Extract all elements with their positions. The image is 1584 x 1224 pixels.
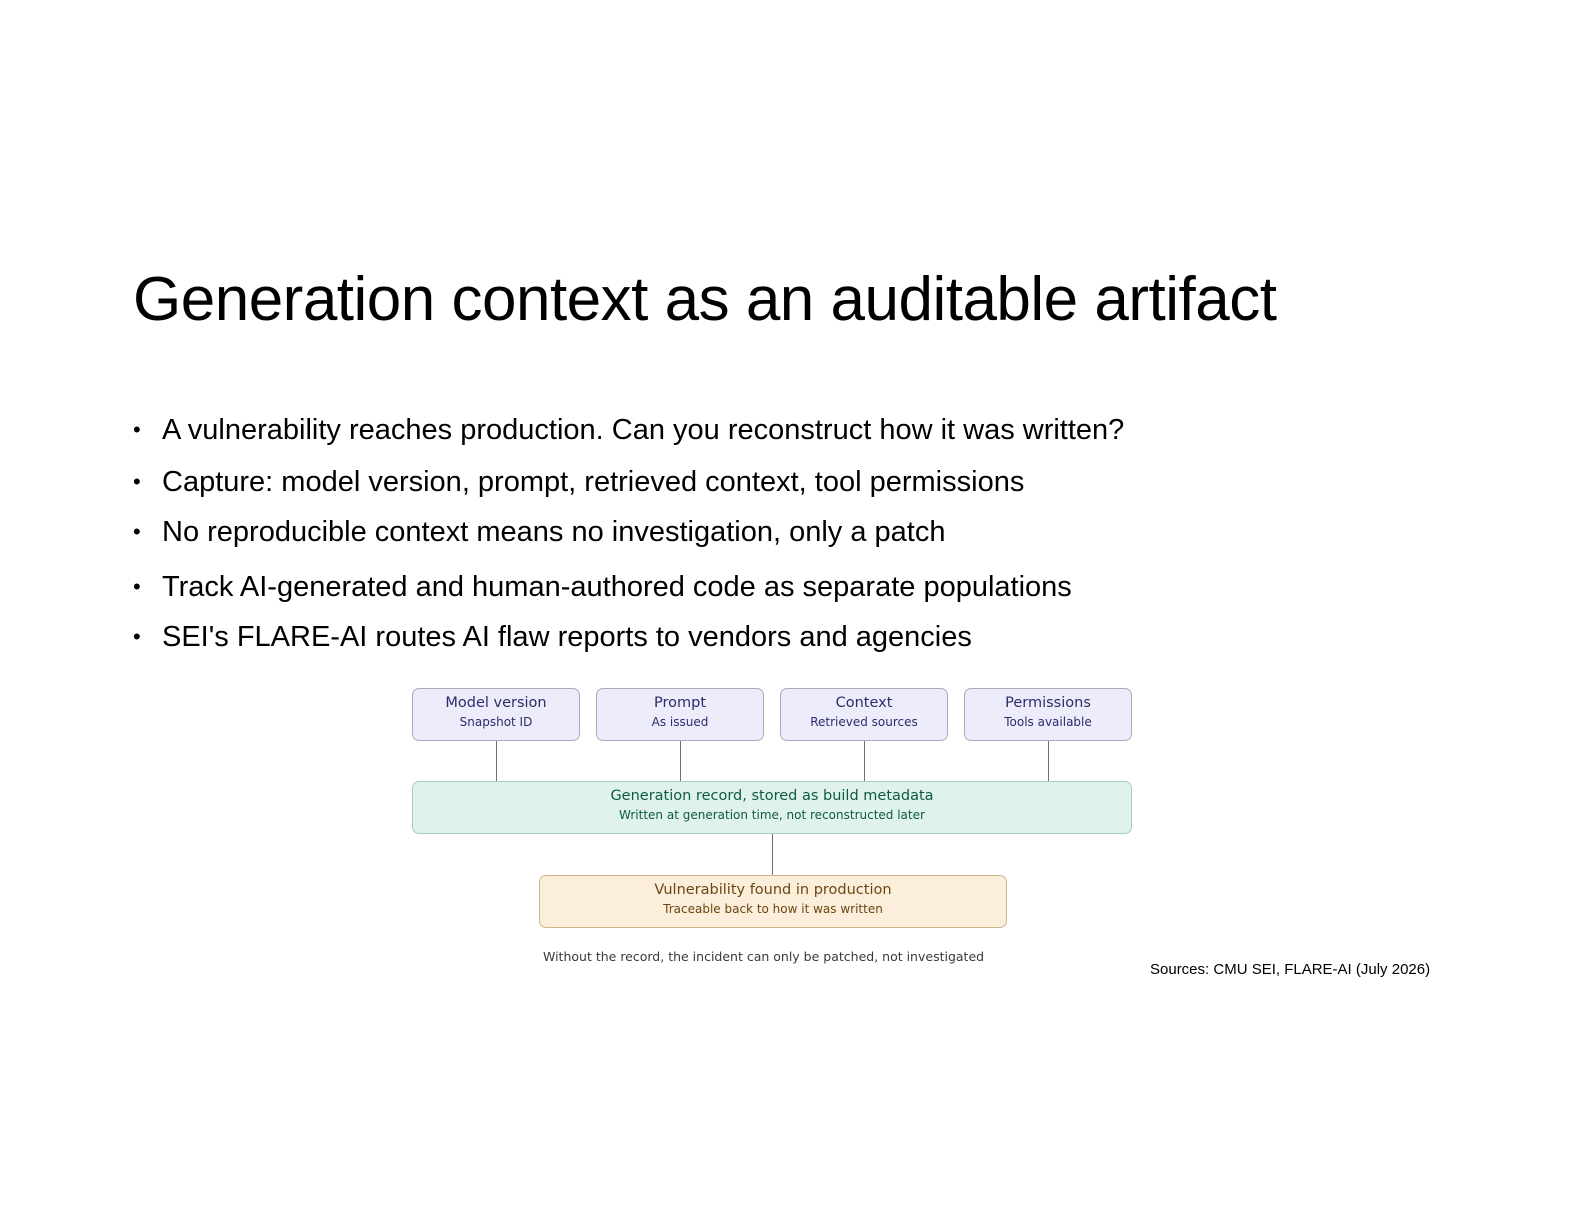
input-box-subtitle: Retrieved sources <box>810 715 918 729</box>
bullet-marker: • <box>133 519 141 544</box>
outcome-title: Vulnerability found in production <box>654 882 892 898</box>
generation-record-box: Generation record, stored as build metad… <box>412 781 1132 834</box>
sources-note: Sources: CMU SEI, FLARE-AI (July 2026) <box>1150 961 1431 978</box>
bullet-marker: • <box>133 624 141 649</box>
input-box-permissions: Permissions Tools available <box>964 688 1132 741</box>
input-box-subtitle: As issued <box>651 715 709 729</box>
input-box-model-version: Model version Snapshot ID <box>412 688 580 741</box>
bullet-text: A vulnerability reaches production. Can … <box>162 414 1125 446</box>
connector-line <box>1048 741 1049 781</box>
input-box-title: Context <box>835 695 893 711</box>
bullet-text: Capture: model version, prompt, retrieve… <box>162 466 1025 498</box>
connector-line <box>496 741 497 781</box>
input-box-title: Model version <box>445 695 547 711</box>
input-box-prompt: Prompt As issued <box>596 688 764 741</box>
outcome-subtitle: Traceable back to how it was written <box>663 902 883 916</box>
bullet-marker: • <box>133 574 141 599</box>
vulnerability-outcome-box: Vulnerability found in production Tracea… <box>539 875 1007 928</box>
record-title: Generation record, stored as build metad… <box>610 788 934 804</box>
bullet-text: No reproducible context means no investi… <box>162 516 946 548</box>
input-box-title: Permissions <box>1005 695 1091 711</box>
bullet-text: Track AI-generated and human-authored co… <box>162 571 1072 603</box>
connector-line <box>772 834 773 875</box>
connector-line <box>680 741 681 781</box>
diagram-caption: Without the record, the incident can onl… <box>543 949 985 964</box>
input-box-context: Context Retrieved sources <box>780 688 948 741</box>
connector-line <box>864 741 865 781</box>
input-box-subtitle: Snapshot ID <box>459 715 533 729</box>
slide-title: Generation context as an auditable artif… <box>133 265 1277 334</box>
record-subtitle: Written at generation time, not reconstr… <box>619 808 925 822</box>
input-box-subtitle: Tools available <box>1004 715 1092 729</box>
bullet-marker: • <box>133 417 141 442</box>
input-box-title: Prompt <box>653 695 707 711</box>
bullet-marker: • <box>133 469 141 494</box>
bullet-text: SEI's FLARE-AI routes AI flaw reports to… <box>162 621 972 653</box>
